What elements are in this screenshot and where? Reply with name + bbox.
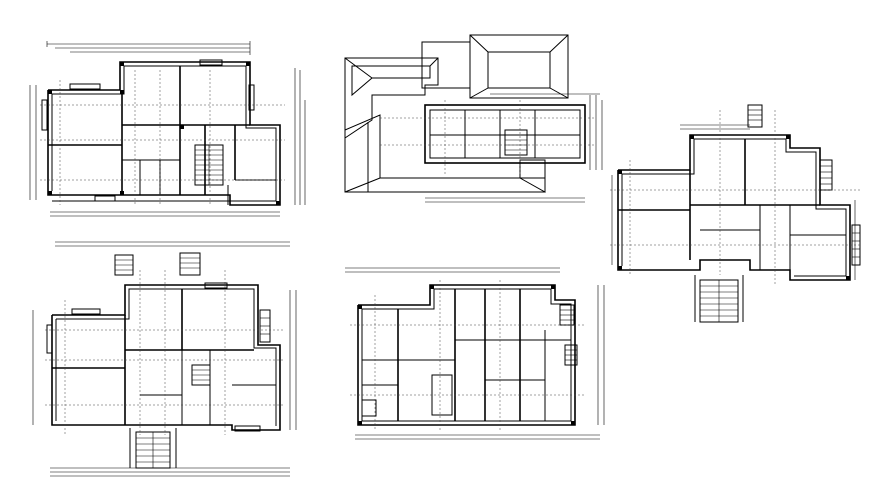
- roof-grid-lines: [380, 100, 595, 175]
- dimension-lines-top: [46, 41, 251, 55]
- columns: [48, 62, 280, 205]
- floor-plan-5: [345, 267, 605, 440]
- roof-dimension-lines: [425, 93, 603, 203]
- small-stairs: [747, 104, 861, 266]
- dimension-lines: [611, 124, 856, 280]
- grid-lines: [40, 70, 285, 205]
- dimension-lines: [345, 267, 605, 440]
- floor-plan-1: [29, 41, 306, 217]
- dimension-lines: [32, 241, 297, 477]
- dimension-lines-right: [294, 68, 306, 205]
- stair: [194, 144, 224, 186]
- walls: [357, 284, 576, 426]
- roof-building-walls: [424, 104, 586, 164]
- grid-lines: [45, 270, 285, 435]
- roof-outline: [344, 34, 569, 193]
- walls: [47, 61, 281, 206]
- roof-plan: [344, 34, 603, 203]
- walls: [617, 134, 851, 281]
- floor-plan-4: [32, 241, 297, 477]
- small-stairs: [114, 252, 271, 386]
- stair: [694, 275, 744, 323]
- grid-lines: [610, 110, 860, 285]
- windows: [46, 282, 261, 432]
- columns: [358, 285, 575, 425]
- columns: [618, 135, 850, 280]
- grid-lines: [350, 280, 585, 430]
- floor-plan-3: [610, 104, 861, 323]
- walls: [51, 284, 281, 431]
- windows: [41, 59, 255, 202]
- stair: [129, 428, 177, 469]
